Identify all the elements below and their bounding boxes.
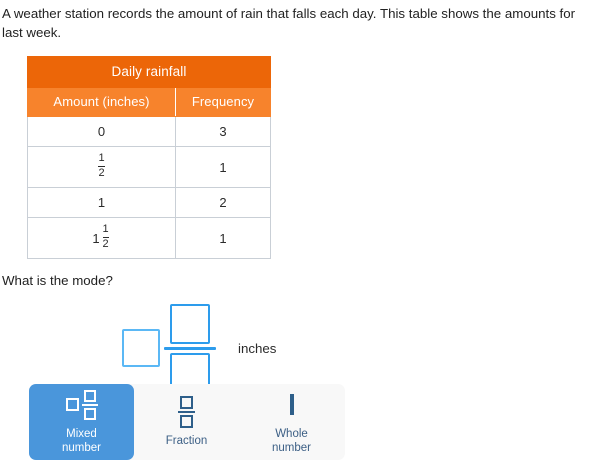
numerator-input[interactable] <box>170 303 210 344</box>
fraction-bar-icon <box>164 346 216 350</box>
cell-amount: 1 2 <box>27 146 176 188</box>
cell-frequency: 1 <box>175 217 271 259</box>
cell-frequency: 3 <box>175 116 271 147</box>
answer-type-label-line1: Mixed <box>66 427 97 440</box>
table-title-row: Daily rainfall <box>27 56 271 88</box>
cell-amount: 0 <box>27 116 176 147</box>
rainfall-table: Daily rainfall Amount (inches) Frequency… <box>27 56 271 259</box>
fraction-icon <box>178 395 195 428</box>
square-icon <box>83 389 96 402</box>
mixed-number-icon <box>65 389 98 420</box>
cell-frequency: 2 <box>175 187 271 218</box>
answer-type-label-line2: number <box>272 441 311 454</box>
answer-type-label: Whole number <box>272 427 311 455</box>
fraction-denominator: 2 <box>98 167 105 179</box>
fraction-numerator: 1 <box>102 223 109 236</box>
answer-type-label-line1: Whole <box>275 427 308 440</box>
table-row: 1 2 <box>27 187 271 218</box>
whole-number-icon <box>289 390 294 420</box>
square-icon <box>289 393 294 415</box>
table-row: 1 2 1 <box>27 146 271 188</box>
answer-type-mixed-number-button[interactable]: Mixed number <box>29 384 134 460</box>
fraction-bar-icon <box>81 403 98 406</box>
units-label: inches <box>238 340 277 356</box>
fraction-value: 1 2 <box>101 224 111 250</box>
square-icon <box>180 395 193 409</box>
fraction-bar-icon <box>178 410 195 413</box>
cell-amount: 1 1 2 <box>27 217 176 259</box>
table-row: 0 3 <box>27 116 271 147</box>
answer-type-whole-number-button[interactable]: Whole number <box>239 384 344 460</box>
table-header-row: Amount (inches) Frequency <box>27 87 271 117</box>
mixed-whole-part: 1 <box>92 230 100 246</box>
table-title: Daily rainfall <box>27 56 271 88</box>
answer-type-fraction-button[interactable]: Fraction <box>134 384 239 460</box>
answer-type-selector: Mixed number Fraction Whole number <box>29 384 345 460</box>
problem-statement: A weather station records the amount of … <box>2 6 576 40</box>
fraction-numerator: 1 <box>98 152 105 165</box>
answer-type-label: Mixed number <box>62 427 101 455</box>
answer-type-label: Fraction <box>165 434 208 447</box>
table-row: 1 1 2 1 <box>27 217 271 259</box>
answer-input-area: inches <box>0 303 600 393</box>
column-header-amount: Amount (inches) <box>27 87 176 117</box>
fraction-bar <box>98 166 105 167</box>
answer-type-label-line2: number <box>62 441 101 454</box>
mixed-number-value: 1 1 2 <box>92 224 111 251</box>
mixed-number-input[interactable] <box>122 303 216 393</box>
whole-number-input[interactable] <box>122 329 160 367</box>
square-icon <box>83 407 96 420</box>
fraction-denominator: 2 <box>102 238 109 250</box>
rainfall-table-container: Daily rainfall Amount (inches) Frequency… <box>27 56 271 259</box>
square-icon <box>180 414 193 428</box>
cell-amount: 1 <box>27 187 176 218</box>
fraction-value: 1 2 <box>96 153 106 179</box>
square-icon <box>65 398 79 411</box>
cell-frequency: 1 <box>175 146 271 188</box>
question-text: What is the mode? <box>2 273 113 288</box>
fraction-bar <box>102 237 109 238</box>
fraction-input-group <box>164 303 216 393</box>
column-header-frequency: Frequency <box>175 87 271 117</box>
